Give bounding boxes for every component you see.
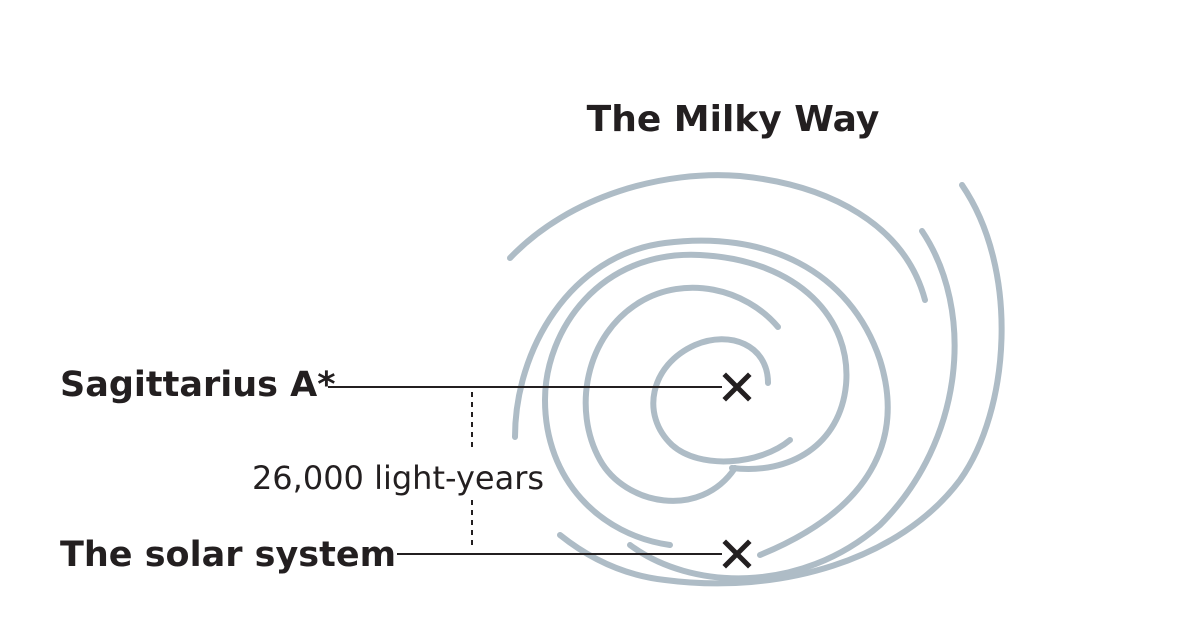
solar-system-label: The solar system [60,535,396,575]
spiral-arm-middle [541,251,850,548]
distance-label: 26,000 light-years [252,459,544,497]
spiral-arm-far-right [627,228,958,582]
spiral-arm-innermost [650,336,793,465]
sagittarius-a-star-label: Sagittarius A* [60,365,336,405]
spiral-arm-inner [582,284,781,504]
spiral-arm-outer [512,237,891,558]
diagram-title: The Milky Way [587,99,880,140]
solar-system-cross-icon [722,539,752,569]
galactic-center-cross-icon [722,372,752,402]
spiral-arms [507,172,1005,587]
spiral-arm-outermost [507,172,1005,587]
